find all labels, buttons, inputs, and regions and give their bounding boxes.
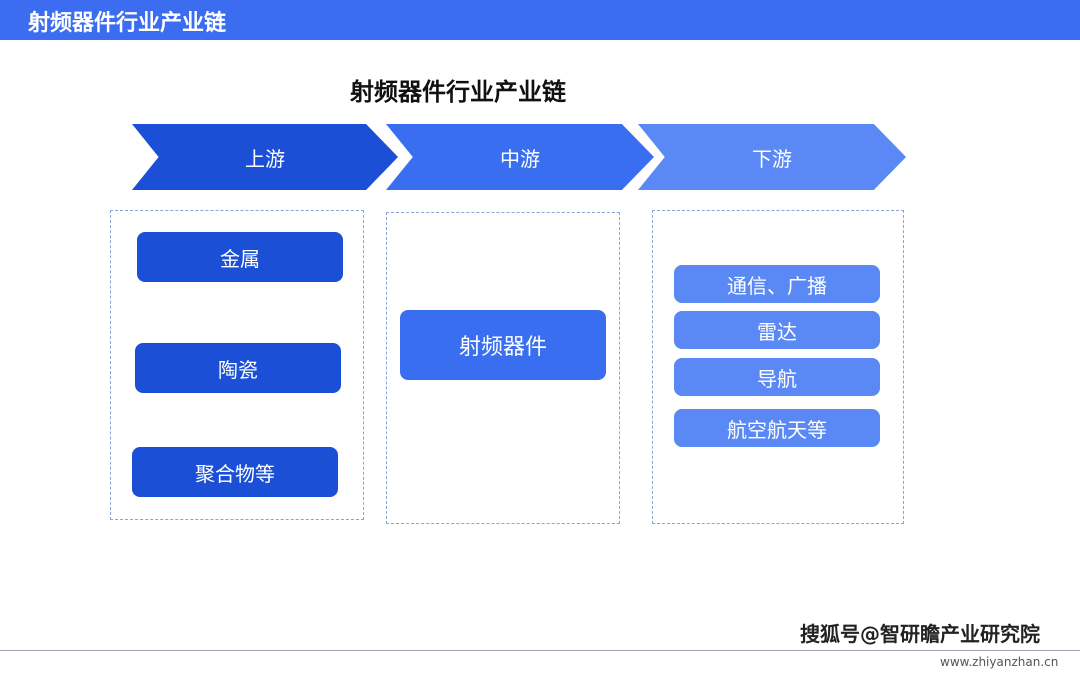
downstream-item: 航空航天等 — [674, 409, 880, 447]
diagram-title: 射频器件行业产业链 — [350, 77, 566, 106]
downstream-item: 导航 — [674, 358, 880, 396]
midstream-item: 射频器件 — [400, 310, 606, 380]
source-url: www.zhiyanzhan.cn — [940, 655, 1059, 669]
header-title: 射频器件行业产业链 — [28, 11, 227, 36]
upstream-item: 聚合物等 — [132, 447, 338, 497]
downstream-item: 通信、广播 — [674, 265, 880, 303]
midstream-panel — [386, 212, 620, 524]
upstream-item: 陶瓷 — [135, 343, 341, 393]
footer-divider — [0, 650, 1080, 651]
downstream-item: 雷达 — [674, 311, 880, 349]
stage-upstream: 上游 — [132, 124, 398, 190]
upstream-panel — [110, 210, 364, 520]
downstream-panel — [652, 210, 904, 524]
upstream-item: 金属 — [137, 232, 343, 282]
stage-downstream: 下游 — [638, 124, 906, 190]
stage-midstream: 中游 — [386, 124, 654, 190]
header-bar: 射频器件行业产业链 — [0, 0, 1080, 40]
source-watermark: 搜狐号@智研瞻产业研究院 — [800, 622, 1040, 646]
